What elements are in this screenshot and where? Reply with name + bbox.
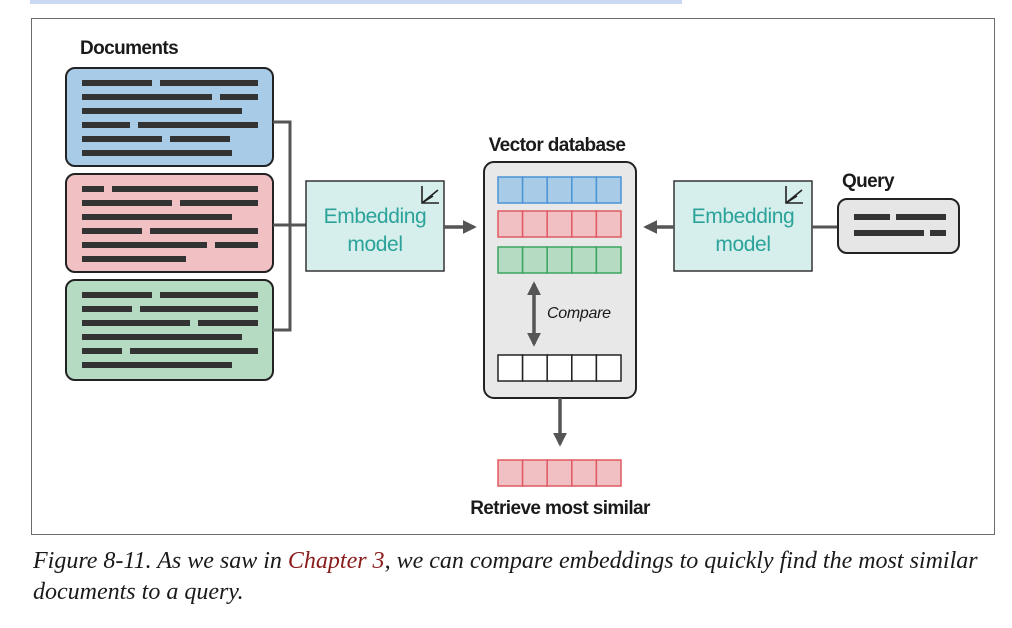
document-bracket — [273, 120, 292, 332]
vector-cell — [595, 354, 622, 382]
vector-query — [497, 354, 622, 382]
vector-cell — [546, 176, 573, 204]
vector-green — [497, 246, 622, 274]
vector-cell — [571, 246, 598, 274]
vector-cell — [521, 176, 548, 204]
embedding-axes-icon — [785, 186, 803, 204]
vector-cell — [571, 210, 598, 238]
svg-text:Embedding: Embedding — [692, 205, 795, 228]
documents-label: Documents — [80, 38, 178, 59]
figure-caption: Figure 8-11. As we saw in Chapter 3, we … — [33, 546, 993, 608]
vector-cell — [571, 459, 598, 487]
embedding-axes-icon — [421, 186, 439, 204]
vector-cell — [497, 354, 524, 382]
vector-cell — [497, 459, 524, 487]
retrieve-label: Retrieve most similar — [470, 498, 651, 519]
vector-cell — [595, 176, 622, 204]
vector-cell — [546, 459, 573, 487]
vector-cell — [521, 354, 548, 382]
vector-cell — [595, 246, 622, 274]
vector-cell — [497, 210, 524, 238]
document-blue — [65, 67, 274, 167]
vector-cell — [546, 354, 573, 382]
vector-cell — [571, 354, 598, 382]
vector-cell — [521, 210, 548, 238]
embedding-model-right: Embedding model — [673, 180, 813, 272]
chapter-link[interactable]: Chapter 3 — [287, 548, 385, 574]
vector-cell — [546, 210, 573, 238]
svg-text:model: model — [347, 233, 402, 256]
vector-red — [497, 210, 622, 238]
caption-suffix: , we can compare embeddings to quickly f… — [33, 548, 978, 605]
vector-cell — [595, 459, 622, 487]
embedding-model-left: Embedding model — [305, 180, 445, 272]
vector-retrieved — [497, 459, 622, 487]
svg-text:Embedding: Embedding — [324, 205, 427, 228]
vector-cell — [521, 246, 548, 274]
query-label: Query — [842, 171, 895, 192]
document-green — [65, 279, 274, 381]
query-card — [837, 198, 960, 254]
vector-cell — [595, 210, 622, 238]
vector-cell — [497, 246, 524, 274]
top-strip — [30, 0, 682, 4]
vector-cell — [497, 176, 524, 204]
vector-cell — [521, 459, 548, 487]
svg-text:model: model — [715, 233, 770, 256]
vector-cell — [546, 246, 573, 274]
rag-diagram: Documents — [65, 38, 960, 519]
caption-prefix: Figure 8-11. As we saw in — [33, 548, 288, 574]
vector-cell — [571, 176, 598, 204]
vector-database-label: Vector database — [489, 135, 626, 156]
compare-label: Compare — [547, 305, 611, 322]
document-red — [65, 173, 274, 273]
vector-blue — [497, 176, 622, 204]
